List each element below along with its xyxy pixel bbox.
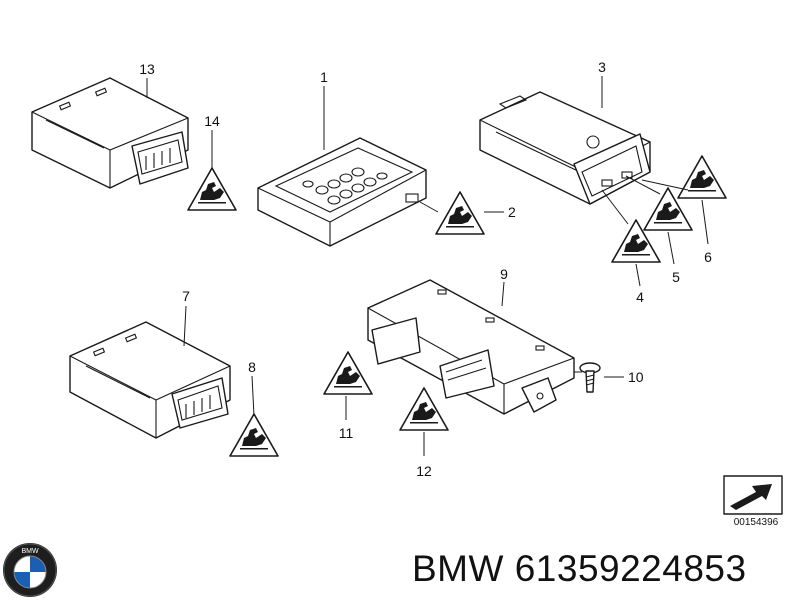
callout-1: 1 [320, 69, 328, 85]
part-13-module [31, 77, 189, 189]
callout-9: 9 [500, 266, 508, 282]
part-7-module [69, 321, 231, 439]
svg-text:BMW: BMW [21, 548, 39, 555]
esd-warning-icon-12 [399, 387, 449, 431]
esd-warning-icon-14 [187, 167, 237, 211]
esd-warning-icon-2 [435, 191, 485, 235]
part-9-module [367, 279, 575, 415]
callout-14: 14 [204, 113, 220, 129]
callout-12: 12 [416, 463, 432, 479]
callout-6: 6 [704, 249, 712, 265]
callout-8: 8 [248, 359, 256, 375]
callout-5: 5 [672, 269, 680, 285]
brand-name: BMW [412, 548, 504, 589]
part-3-module [479, 91, 651, 205]
callout-4: 4 [636, 289, 644, 305]
callout-2: 2 [508, 204, 516, 220]
bmw-roundel-icon: BMW [3, 543, 57, 597]
reference-code: 00154396 [733, 517, 779, 528]
leader-lines [146, 76, 709, 456]
callout-10: 10 [628, 369, 644, 385]
folded-corner-arrow-icon [723, 475, 783, 515]
callout-13: 13 [139, 61, 155, 77]
callout-11: 11 [339, 425, 354, 441]
part-10-screw [579, 362, 601, 393]
part-number: 61359224853 [514, 548, 747, 589]
esd-warning-icon-6 [677, 155, 727, 199]
part-1-module [257, 137, 427, 247]
callout-7: 7 [182, 288, 190, 304]
esd-warning-icon-8 [229, 413, 279, 457]
esd-warning-icon-11 [323, 351, 373, 395]
brand-part-number: BMW 61359224853 [412, 548, 747, 590]
callout-3: 3 [598, 59, 606, 75]
